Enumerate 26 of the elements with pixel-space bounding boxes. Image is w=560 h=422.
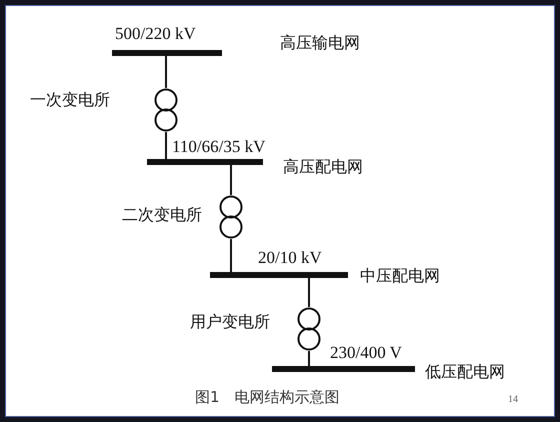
substation-label: 二次变电所 <box>122 207 202 223</box>
network-label: 高压配电网 <box>283 159 363 175</box>
network-label: 低压配电网 <box>425 364 505 380</box>
voltage-label: 110/66/35 kV <box>172 138 266 155</box>
voltage-label: 500/220 kV <box>115 25 196 42</box>
busbar <box>147 159 263 165</box>
voltage-label: 20/10 kV <box>258 249 322 266</box>
connecting-line <box>230 239 232 272</box>
transformer-symbol <box>297 307 321 351</box>
connecting-line <box>308 278 310 307</box>
page-number: 14 <box>508 395 518 405</box>
transformer-symbol <box>154 88 178 132</box>
substation-label: 一次变电所 <box>30 92 110 108</box>
connecting-line <box>308 351 310 366</box>
busbar <box>272 366 415 372</box>
substation-label: 用户变电所 <box>190 314 270 330</box>
busbar <box>112 50 222 56</box>
figure-caption: 图1 电网结构示意图 <box>195 390 340 405</box>
busbar <box>210 272 348 278</box>
transformer-symbol <box>219 195 243 239</box>
connecting-line <box>165 132 167 159</box>
network-label: 高压输电网 <box>280 35 360 51</box>
voltage-label: 230/400 V <box>330 344 402 361</box>
connecting-line <box>165 56 167 88</box>
connecting-line <box>230 165 232 195</box>
network-label: 中压配电网 <box>360 268 440 284</box>
